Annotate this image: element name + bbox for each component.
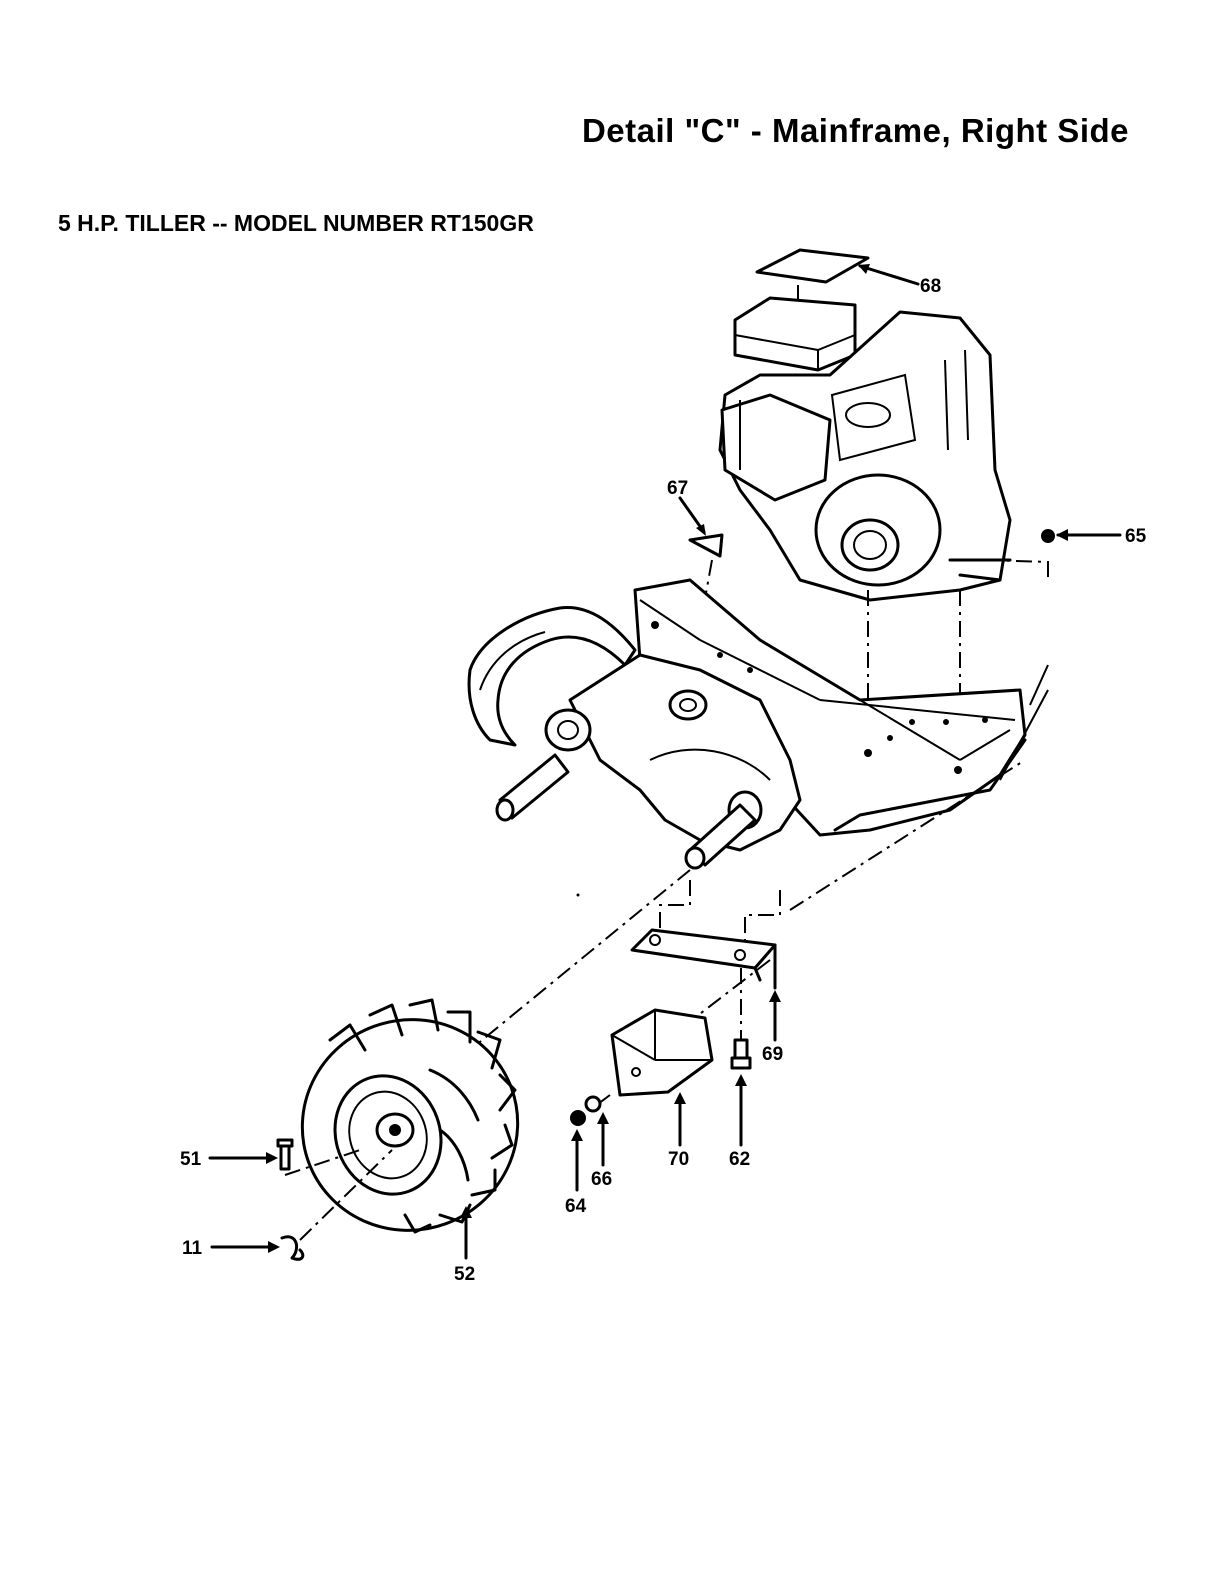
callout-51: 51: [180, 1149, 202, 1170]
callout-70: 70: [668, 1149, 689, 1170]
callout-11-arrow: [212, 1241, 280, 1253]
callout-68: 68: [920, 276, 941, 297]
callout-51-arrow: [210, 1152, 278, 1164]
bolt-62: [732, 968, 750, 1068]
bracket-line-b: [745, 890, 780, 945]
engine: [720, 298, 1010, 600]
bracket-line-a: [660, 880, 690, 935]
washer-66: [586, 1097, 600, 1111]
callout-67: 67: [667, 478, 688, 499]
callout-66: 66: [591, 1169, 612, 1190]
callout-69: 69: [762, 1044, 783, 1065]
callout-68-arrow: [858, 264, 918, 284]
nut-65: [1041, 529, 1055, 543]
callout-65-arrow: [1056, 529, 1120, 541]
callout-62-arrow: [735, 1074, 747, 1145]
left-axle: [497, 710, 590, 820]
callout-67-arrow: [680, 498, 706, 536]
callout-65: 65: [1125, 526, 1147, 547]
callout-64: 64: [565, 1196, 587, 1217]
callout-62: 62: [729, 1149, 750, 1170]
callout-69-arrow: [769, 990, 781, 1040]
callout-66-arrow: [597, 1112, 609, 1165]
stray-mark: [577, 894, 580, 897]
bracket-plate-69: [632, 930, 775, 988]
wheel-weight-70: [612, 1010, 712, 1095]
wheel-tire-52: [273, 989, 548, 1260]
callout-70-arrow: [674, 1092, 686, 1145]
callout-11: 11: [182, 1238, 203, 1259]
nut-64: [570, 1110, 586, 1126]
decal-67: [690, 535, 722, 556]
callout-64-arrow: [571, 1129, 583, 1190]
callout-52: 52: [454, 1264, 475, 1285]
